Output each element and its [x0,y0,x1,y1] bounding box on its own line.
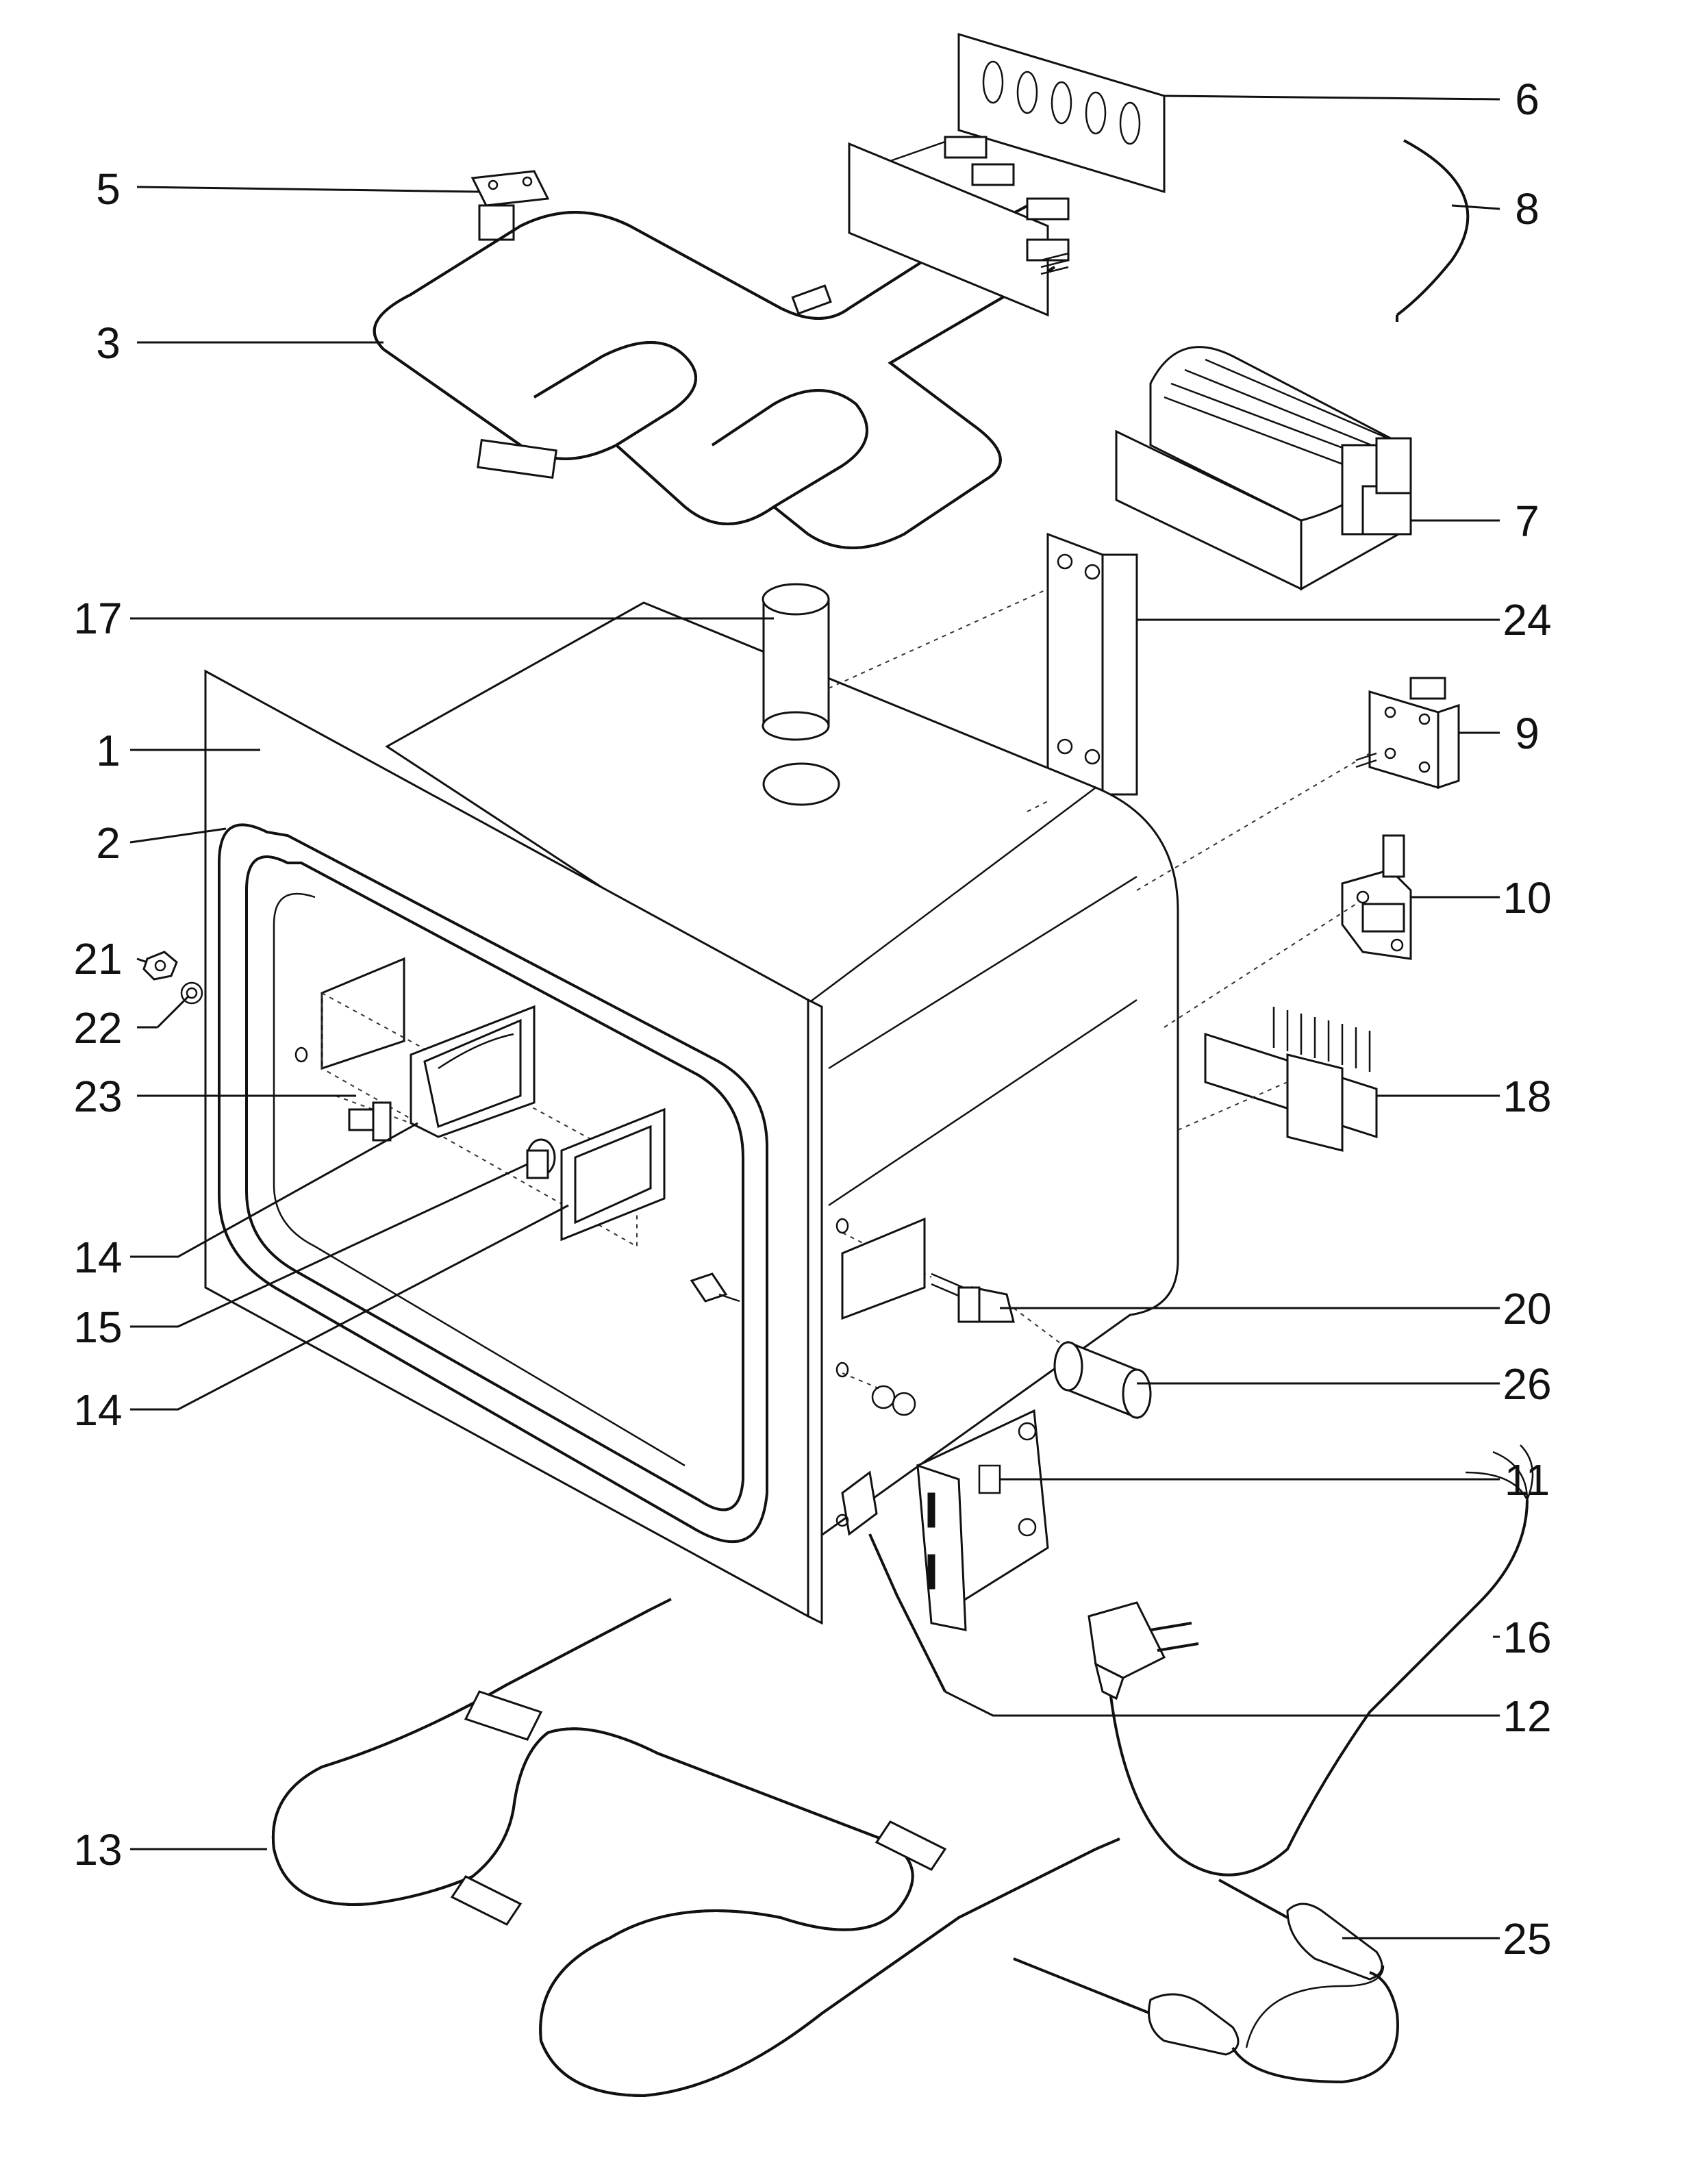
label-25: 25 [1503,1914,1551,1963]
door-seal-part [218,823,768,1544]
washer-part [180,981,203,1005]
side-bolt-part [931,1272,1015,1323]
motor-part [1115,346,1412,591]
label-24: 24 [1503,595,1551,644]
callout-labels: 6 8 5 3 7 17 24 9 1 2 10 21 22 18 23 14 … [73,75,1551,1963]
mounting-plate-part [1046,532,1138,796]
thermostat-part [1355,677,1460,790]
terminal-strip-part [957,32,1166,194]
microswitch-part [835,1470,946,1692]
label-9: 9 [1515,709,1539,758]
lamp-cover-part [410,1005,536,1138]
label-7: 7 [1515,497,1539,546]
panel-cutouts [294,957,638,1248]
label-3: 3 [96,318,121,368]
power-cord-part [1088,1444,1534,1877]
grille-part [560,1107,666,1242]
label-17: 17 [73,594,122,643]
control-plate-part [916,1409,1049,1631]
bracket-part [470,170,550,241]
label-23: 23 [73,1072,122,1121]
nut-part [142,951,178,981]
leader-lines [129,95,1500,1940]
side-label-plate [835,1217,926,1378]
label-20: 20 [1503,1284,1551,1333]
label-2: 2 [96,818,121,868]
label-10: 10 [1503,873,1551,922]
label-16: 16 [1503,1613,1551,1662]
lamp-part [526,1138,556,1179]
label-13: 13 [73,1825,122,1874]
label-18: 18 [1503,1072,1551,1121]
vent-tube-part [762,583,840,806]
label-22: 22 [73,1003,122,1053]
label-15: 15 [73,1303,122,1352]
upper-heating-element-part [373,136,1070,549]
screw-part [335,1095,412,1142]
front-bolt [690,1272,740,1303]
side-nut-cluster [871,1385,916,1416]
comb-bracket-part [1204,1007,1378,1152]
label-6: 6 [1515,75,1539,124]
limiter-part [1341,834,1412,960]
label-21: 21 [73,934,122,983]
sleeve-part [1053,1340,1152,1420]
temperature-probe-part [1013,1879,1399,2084]
lower-heating-element-part [271,1598,1120,2098]
label-1: 1 [96,726,121,775]
label-14-upper: 14 [73,1233,122,1282]
label-11: 11 [1505,1455,1550,1505]
label-26: 26 [1503,1359,1551,1409]
label-12: 12 [1503,1692,1551,1741]
wire-clip-part [1396,139,1470,322]
label-8: 8 [1515,184,1539,234]
label-5: 5 [96,164,121,214]
label-14-lower: 14 [73,1385,122,1435]
